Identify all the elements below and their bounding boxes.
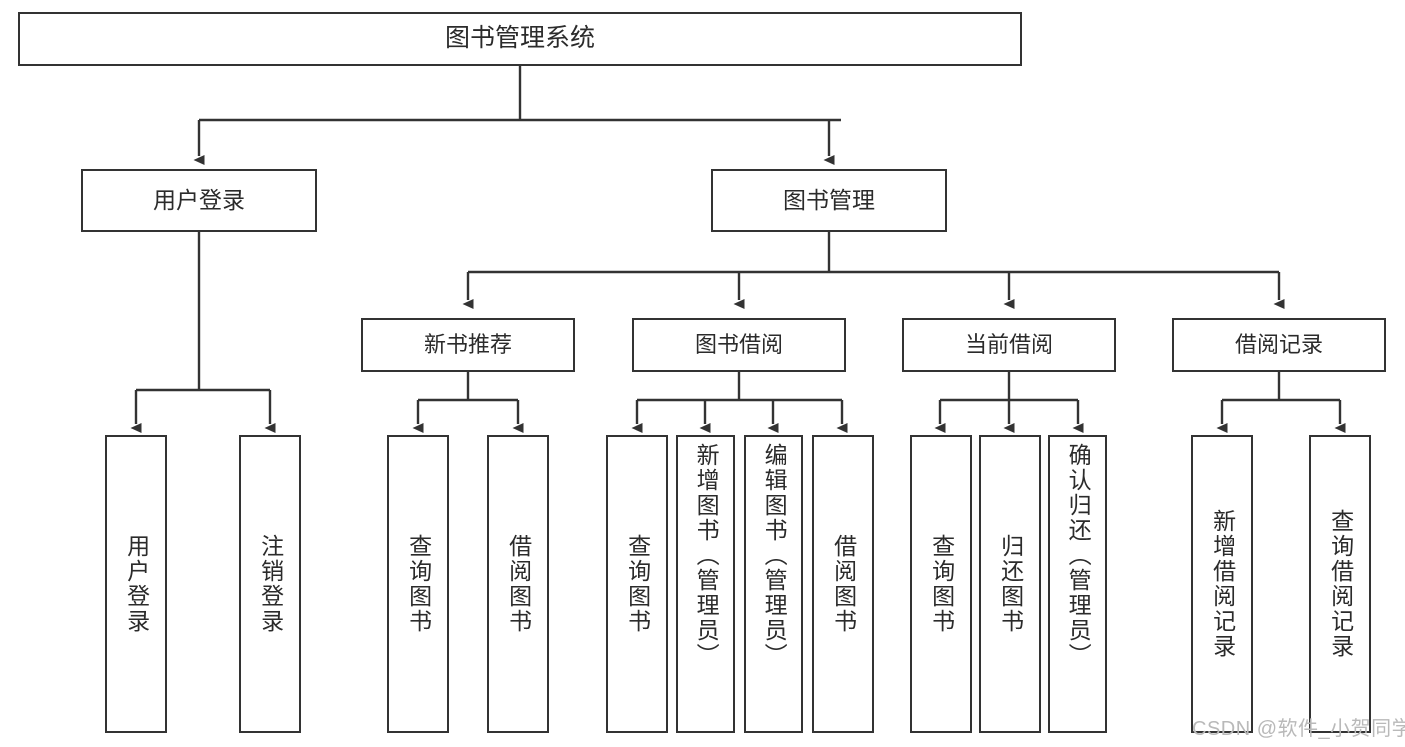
node-book-manage[interactable]: 图书管理 bbox=[711, 169, 947, 232]
node-user-login[interactable]: 用户登录 bbox=[81, 169, 317, 232]
node-leaf-user-login[interactable]: 用户登录 bbox=[105, 435, 167, 733]
node-current-borrow[interactable]: 当前借阅 bbox=[902, 318, 1116, 372]
node-leaf-add-record[interactable]: 新增借阅记录 bbox=[1191, 435, 1253, 733]
node-leaf-query-book-3[interactable]: 查询图书 bbox=[910, 435, 972, 733]
node-book-borrow[interactable]: 图书借阅 bbox=[632, 318, 846, 372]
node-leaf-query-record[interactable]: 查询借阅记录 bbox=[1309, 435, 1371, 733]
node-leaf-edit-book[interactable]: 编辑图书（管理员） bbox=[744, 435, 803, 733]
node-leaf-confirm-return[interactable]: 确认归还（管理员） bbox=[1048, 435, 1107, 733]
csdn-watermark: CSDN @软件_小贺同学 bbox=[1192, 718, 1405, 740]
node-leaf-query-book-2[interactable]: 查询图书 bbox=[606, 435, 668, 733]
node-new-book-recommend[interactable]: 新书推荐 bbox=[361, 318, 575, 372]
node-leaf-logout[interactable]: 注销登录 bbox=[239, 435, 301, 733]
node-leaf-return-book[interactable]: 归还图书 bbox=[979, 435, 1041, 733]
node-borrow-record[interactable]: 借阅记录 bbox=[1172, 318, 1386, 372]
node-leaf-borrow-book-1[interactable]: 借阅图书 bbox=[487, 435, 549, 733]
node-leaf-borrow-book-2[interactable]: 借阅图书 bbox=[812, 435, 874, 733]
node-leaf-add-book[interactable]: 新增图书（管理员） bbox=[676, 435, 735, 733]
node-leaf-query-book-1[interactable]: 查询图书 bbox=[387, 435, 449, 733]
node-root[interactable]: 图书管理系统 bbox=[18, 12, 1022, 66]
